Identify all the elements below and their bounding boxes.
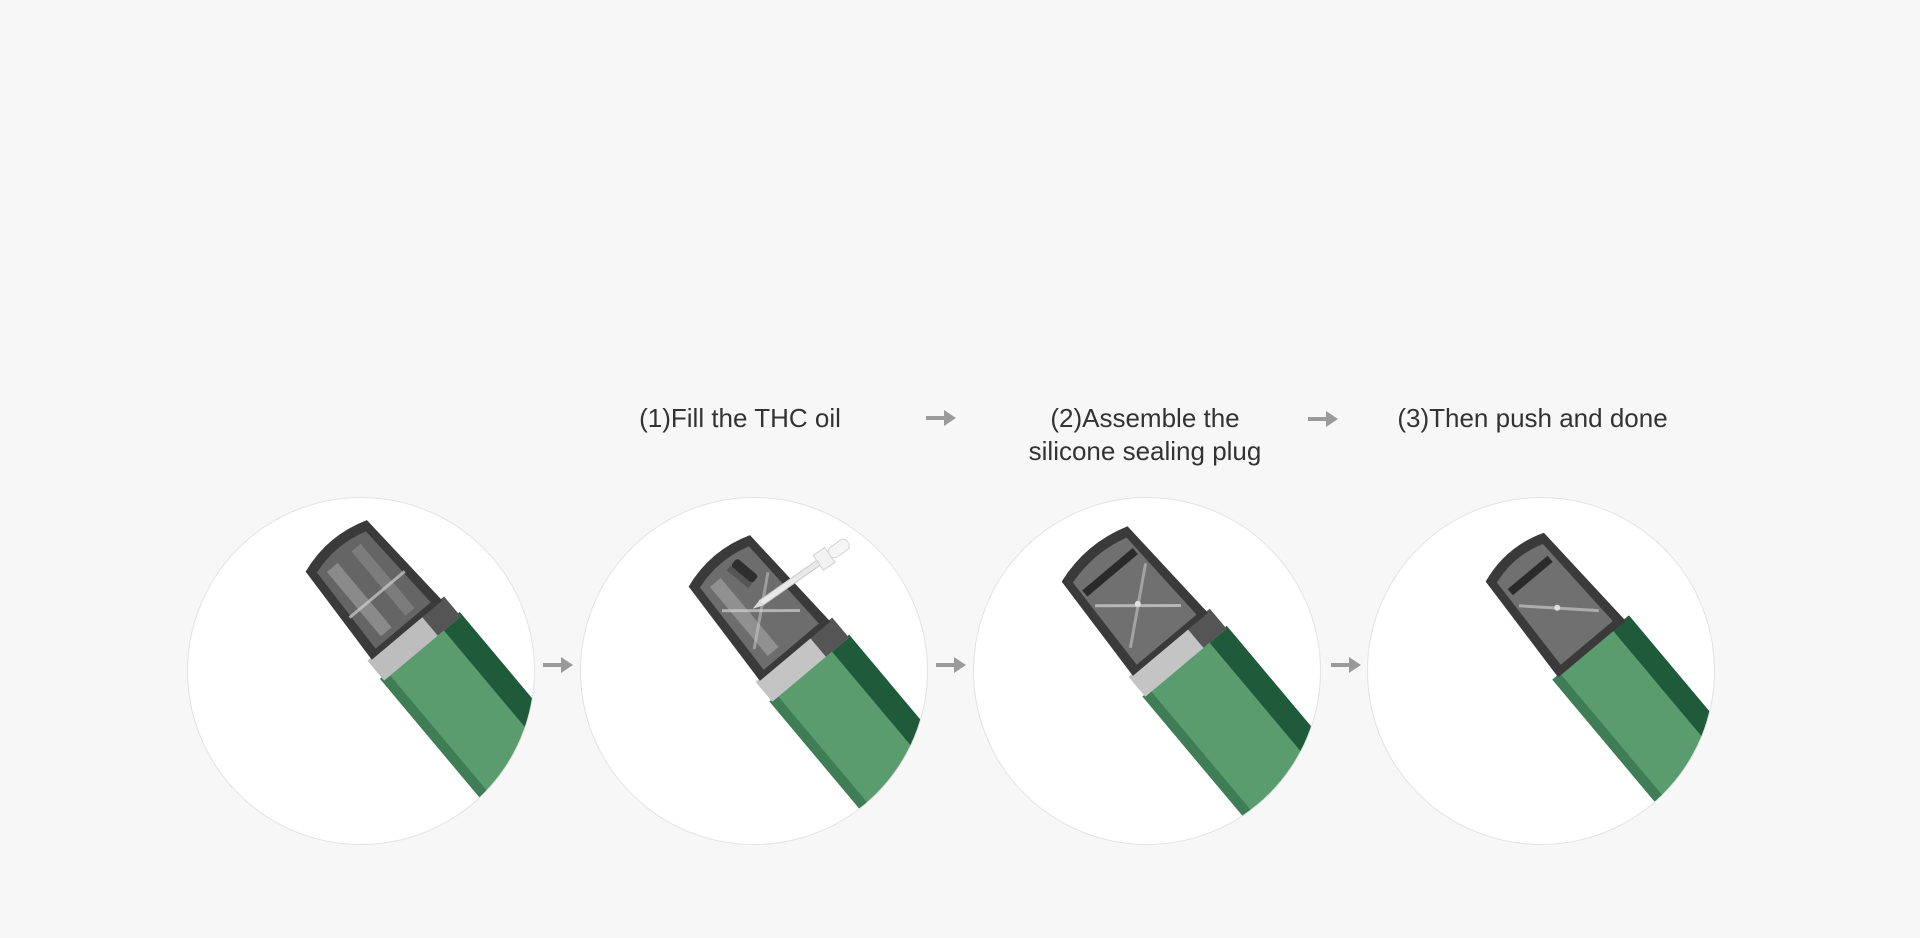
- arrow-right-icon: [926, 410, 956, 426]
- arrow-right-icon: [1308, 411, 1338, 427]
- step-1-label: (1)Fill the THC oil: [639, 403, 841, 433]
- pod-device-closed-image: [187, 497, 535, 845]
- pod-filling-with-dropper-image: [580, 497, 928, 845]
- step-2-label: (2)Assemble the silicone sealing plug: [1028, 403, 1262, 466]
- arrow-right-icon: [543, 657, 573, 673]
- arrow-right-icon: [1331, 657, 1361, 673]
- pod-pushed-done-image: [1367, 497, 1715, 845]
- step-3-label: (3)Then push and done: [1397, 403, 1668, 433]
- arrow-right-icon: [936, 657, 966, 673]
- pod-plug-assembled-image: [973, 497, 1321, 845]
